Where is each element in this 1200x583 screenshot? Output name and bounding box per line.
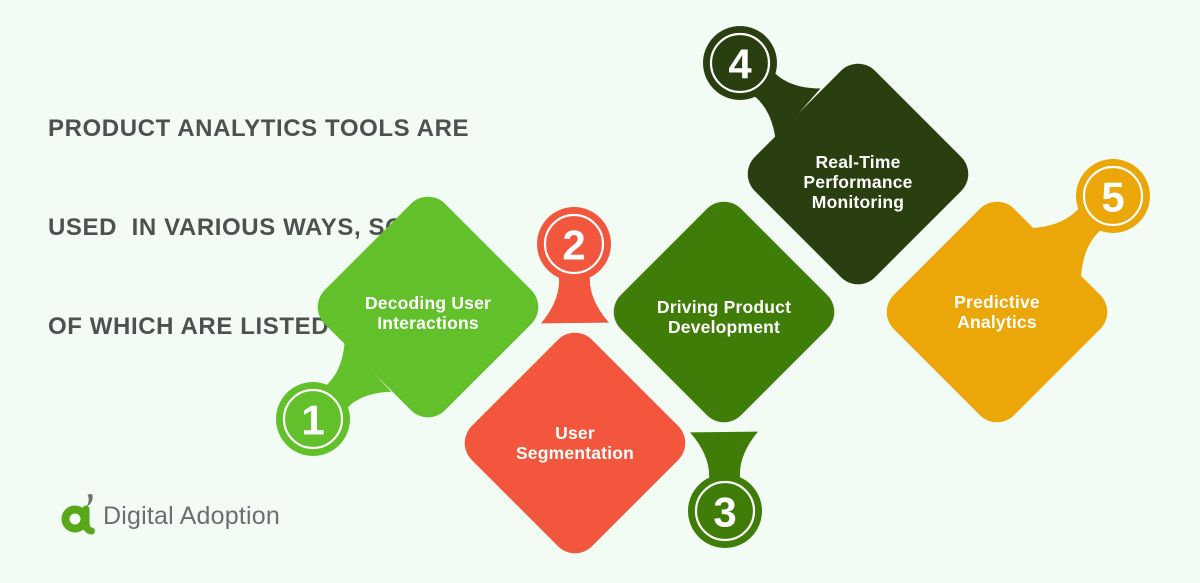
- step-badge: [703, 26, 777, 100]
- brand-logo: Digital Adoption: [61, 494, 280, 535]
- step-badge: [537, 207, 611, 281]
- step-number: 2: [562, 222, 585, 269]
- brand-logo-text: Digital Adoption: [103, 502, 280, 530]
- step-number: 3: [713, 489, 736, 536]
- logo-a-bowl: [61, 505, 89, 533]
- step-diamond: [613, 201, 835, 423]
- step-badge-ring: [543, 213, 605, 275]
- title-line-1: PRODUCT ANALYTICS TOOLS ARE: [48, 115, 470, 142]
- logo-a-tail: [82, 519, 95, 535]
- step-badge-ring: [1082, 165, 1144, 227]
- step-badge-ring: [709, 32, 771, 94]
- step-diamond: [886, 201, 1108, 423]
- step-badge-ring: [694, 480, 756, 542]
- step-badge: [276, 382, 350, 456]
- step-badge: [688, 474, 762, 548]
- step-number: 5: [1101, 174, 1124, 221]
- logo-leaf-icon: [86, 494, 93, 507]
- step-diamond: [747, 63, 969, 285]
- step-diamond: [464, 332, 686, 554]
- step-badge-ring: [282, 388, 344, 450]
- step-number: 4: [728, 41, 752, 88]
- step-diamond: [317, 196, 539, 418]
- step-number: 1: [301, 397, 324, 444]
- step-badge: [1076, 159, 1150, 233]
- brand-logo-icon: [61, 494, 95, 535]
- page-title: PRODUCT ANALYTICS TOOLS ARE USED IN VARI…: [48, 46, 469, 409]
